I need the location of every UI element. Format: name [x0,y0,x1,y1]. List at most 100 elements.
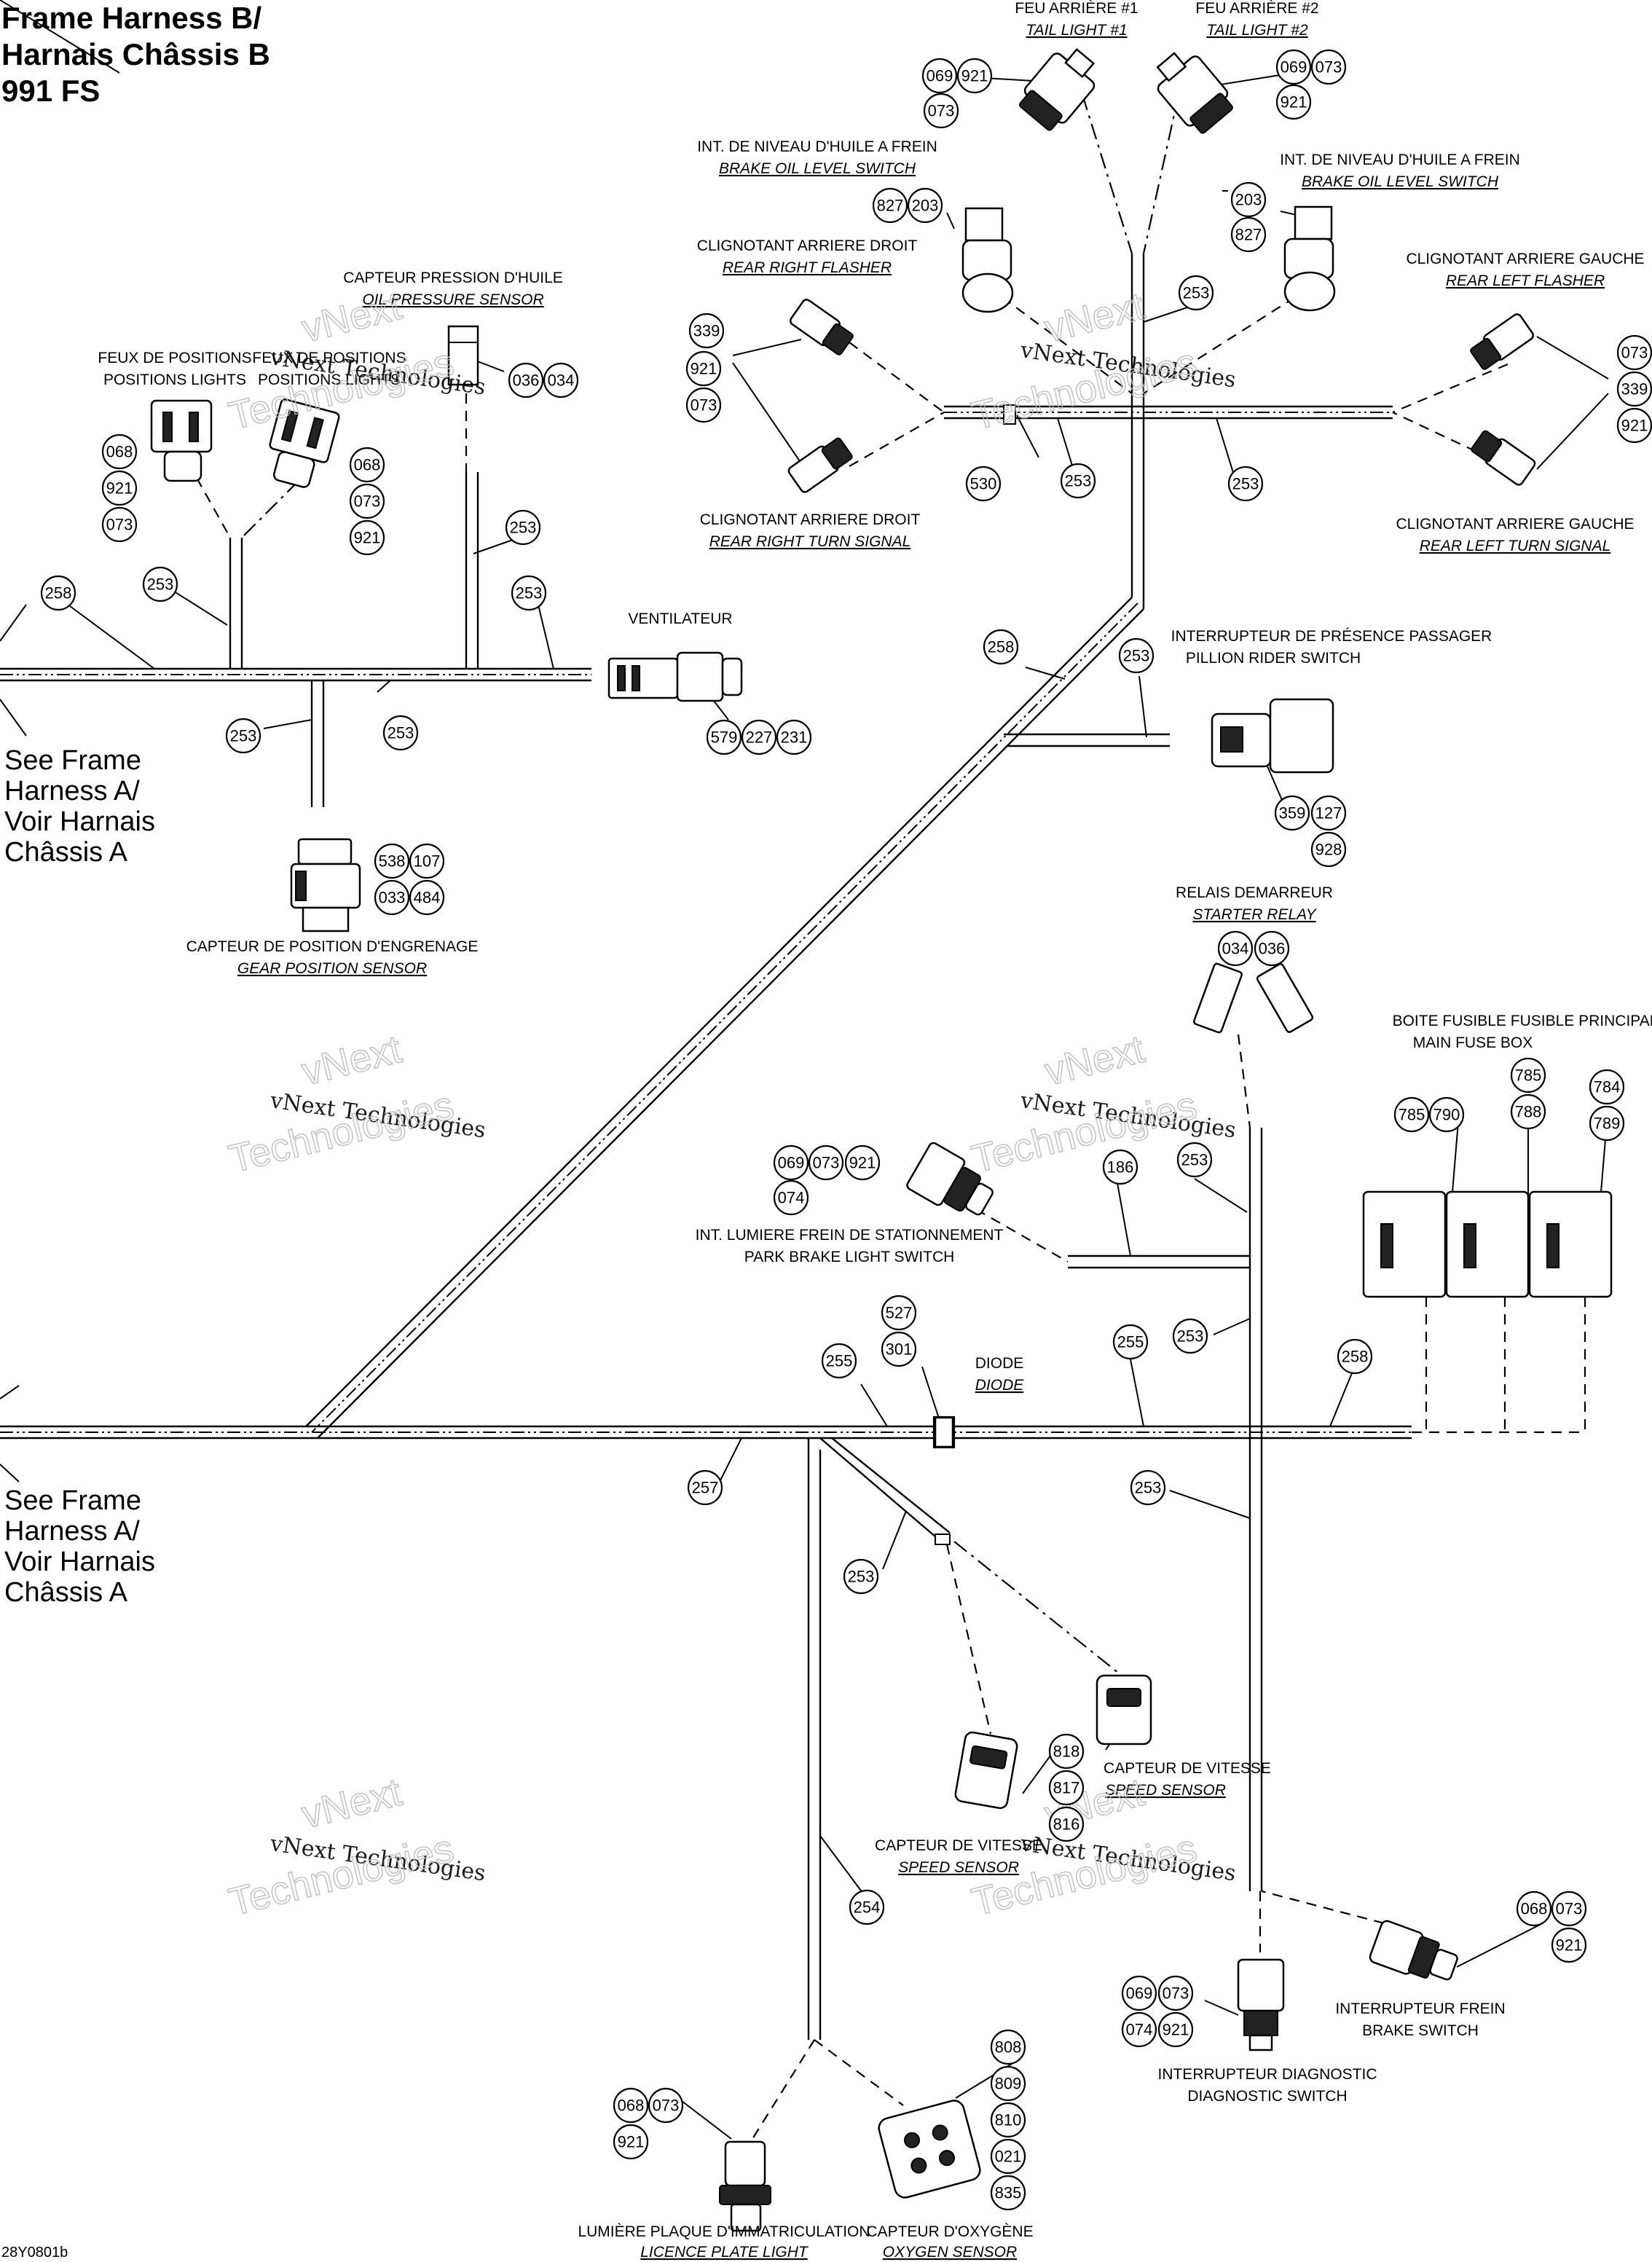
position-light-2-connector [269,398,340,488]
callout-bubble: 809 [990,2065,1026,2102]
svg-text:253: 253 [1123,647,1150,665]
callout-bubble: 921 [613,2124,649,2160]
tail-light-2-connector [1156,52,1233,134]
callout-bubble: 186 [1102,1149,1138,1185]
callout-bubble: 073 [1616,334,1652,371]
callout-bubble: 073 [648,2087,684,2124]
position-lights-1-en: POSITIONS LIGHTS [103,372,246,388]
svg-text:073: 073 [106,516,133,534]
rear-left-turn-en: REAR LEFT TURN SIGNAL [1420,538,1611,554]
speed-sensor-1-fr: CAPTEUR DE VITESSE [1104,1760,1271,1777]
svg-text:809: 809 [995,2075,1022,2093]
callout-bubble: 034 [543,362,579,398]
callout-bubble: 921 [1157,2011,1194,2048]
callout-bubble: 538 [374,843,410,879]
svg-text:788: 788 [1515,1103,1542,1121]
main-fuse-box-connectors [1362,1190,1613,1298]
svg-text:231: 231 [781,729,808,747]
title-line-2: Harnais Châssis B [1,37,270,71]
brake-switch-fr: INTERRUPTEUR FREIN [1335,2000,1505,2017]
callout-bubble: 257 [687,1469,723,1506]
brake-oil-level-switch-left [961,207,1014,313]
callout-bubble: 073 [1157,1975,1194,2011]
callout-bubble: 253 [1130,1469,1166,1506]
callout-bubble: 579 [706,719,742,755]
callout-bubble: 253 [382,715,419,751]
svg-text:921: 921 [618,2133,645,2151]
callout-bubble: 530 [965,466,1002,502]
callout-bubble: 074 [1121,2011,1157,2048]
callout-bubble: 069 [1121,1975,1157,2011]
speed-sensor-1-connector [1096,1674,1152,1745]
gear-position-en: GEAR POSITION SENSOR [237,960,427,977]
tail-light-2-fr: FEU ARRIÈRE #2 [1195,0,1318,17]
svg-text:818: 818 [1053,1743,1080,1761]
svg-text:827: 827 [1235,226,1262,244]
callout-bubble: 073 [808,1144,844,1181]
leader-lines [0,0,1609,2140]
starter-relay-fr: RELAIS DEMARREUR [1176,884,1333,901]
svg-text:538: 538 [379,852,406,871]
svg-text:068: 068 [106,443,133,461]
page-title: Frame Harness B/ Harnais Châssis B 991 F… [1,0,270,109]
svg-text:258: 258 [988,638,1015,656]
callout-bubble: 253 [1118,637,1155,674]
svg-text:928: 928 [1315,841,1342,859]
callout-bubble: 827 [872,187,908,224]
watermark-outline: vNext [297,284,405,351]
rear-right-turn-en: REAR RIGHT TURN SIGNAL [709,533,911,550]
callout-bubble: 074 [773,1179,809,1216]
svg-text:073: 073 [691,396,717,415]
svg-text:021: 021 [995,2148,1022,2166]
svg-text:790: 790 [1433,1106,1460,1124]
see-harness-a-note-2: See Frame Harness A/ Voir Harnais Châssi… [4,1485,155,1608]
svg-text:253: 253 [848,1568,875,1586]
callout-bubble: 301 [881,1331,917,1367]
watermark-outline: vNext [297,1027,405,1094]
tail-light-1-connector [1019,47,1096,131]
harness-trunks [0,254,1586,2040]
callout-bubble: 921 [685,350,722,387]
svg-text:254: 254 [854,1898,881,1917]
rear-right-turn-connector [787,437,853,493]
figure-code: 28Y0801b [1,2245,68,2261]
callout-bubble: 784 [1589,1069,1625,1105]
svg-text:073: 073 [653,2097,680,2115]
svg-text:073: 073 [1163,1984,1189,2003]
svg-text:255: 255 [1117,1333,1144,1351]
svg-text:Voir Harnais: Voir Harnais [4,1547,155,1577]
callout-bubble: 921 [1616,407,1652,444]
callout-bubble: 068 [101,433,138,470]
tail-light-1-fr: FEU ARRIÈRE #1 [1015,0,1138,17]
callout-bubble: 810 [990,2102,1026,2138]
brake-oil-left-en: BRAKE OIL LEVEL SWITCH [719,160,916,177]
svg-text:069: 069 [778,1154,805,1172]
svg-text:036: 036 [1259,940,1286,958]
callout-bubble: 034 [1217,930,1254,967]
see-harness-a-note-1: See Frame Harness A/ Voir Harnais Châssi… [4,745,155,868]
svg-text:069: 069 [1281,58,1307,76]
svg-text:Harness A/: Harness A/ [4,1516,140,1547]
callout-bubble: 127 [1310,795,1347,831]
callout-bubble: 921 [1551,1927,1587,1963]
svg-text:127: 127 [1315,804,1342,822]
brake-oil-right-fr: INT. DE NIVEAU D'HUILE A FREIN [1280,152,1520,168]
speed-sensor-2-connector [954,1731,1018,1810]
callout-bubble: 921 [101,470,138,506]
callout-bubble: 253 [505,509,541,546]
svg-text:258: 258 [1342,1348,1369,1366]
svg-text:069: 069 [927,67,953,85]
callout-bubble: 253 [1178,275,1214,311]
callout-bubble: 253 [142,566,178,602]
svg-text:Châssis A: Châssis A [4,837,128,868]
svg-text:827: 827 [877,197,904,215]
licence-plate-light-connector [719,2140,771,2232]
watermark-outline: vNext [1040,1027,1148,1094]
tail-light-1-en: TAIL LIGHT #1 [1026,22,1127,39]
svg-text:789: 789 [1594,1115,1621,1133]
callout-bubble: 073 [1310,49,1347,85]
svg-text:073: 073 [928,102,955,120]
svg-text:203: 203 [1235,191,1262,209]
licence-plate-en: LICENCE PLATE LIGHT [640,2244,809,2261]
gear-position-sensor-connector [290,838,361,932]
